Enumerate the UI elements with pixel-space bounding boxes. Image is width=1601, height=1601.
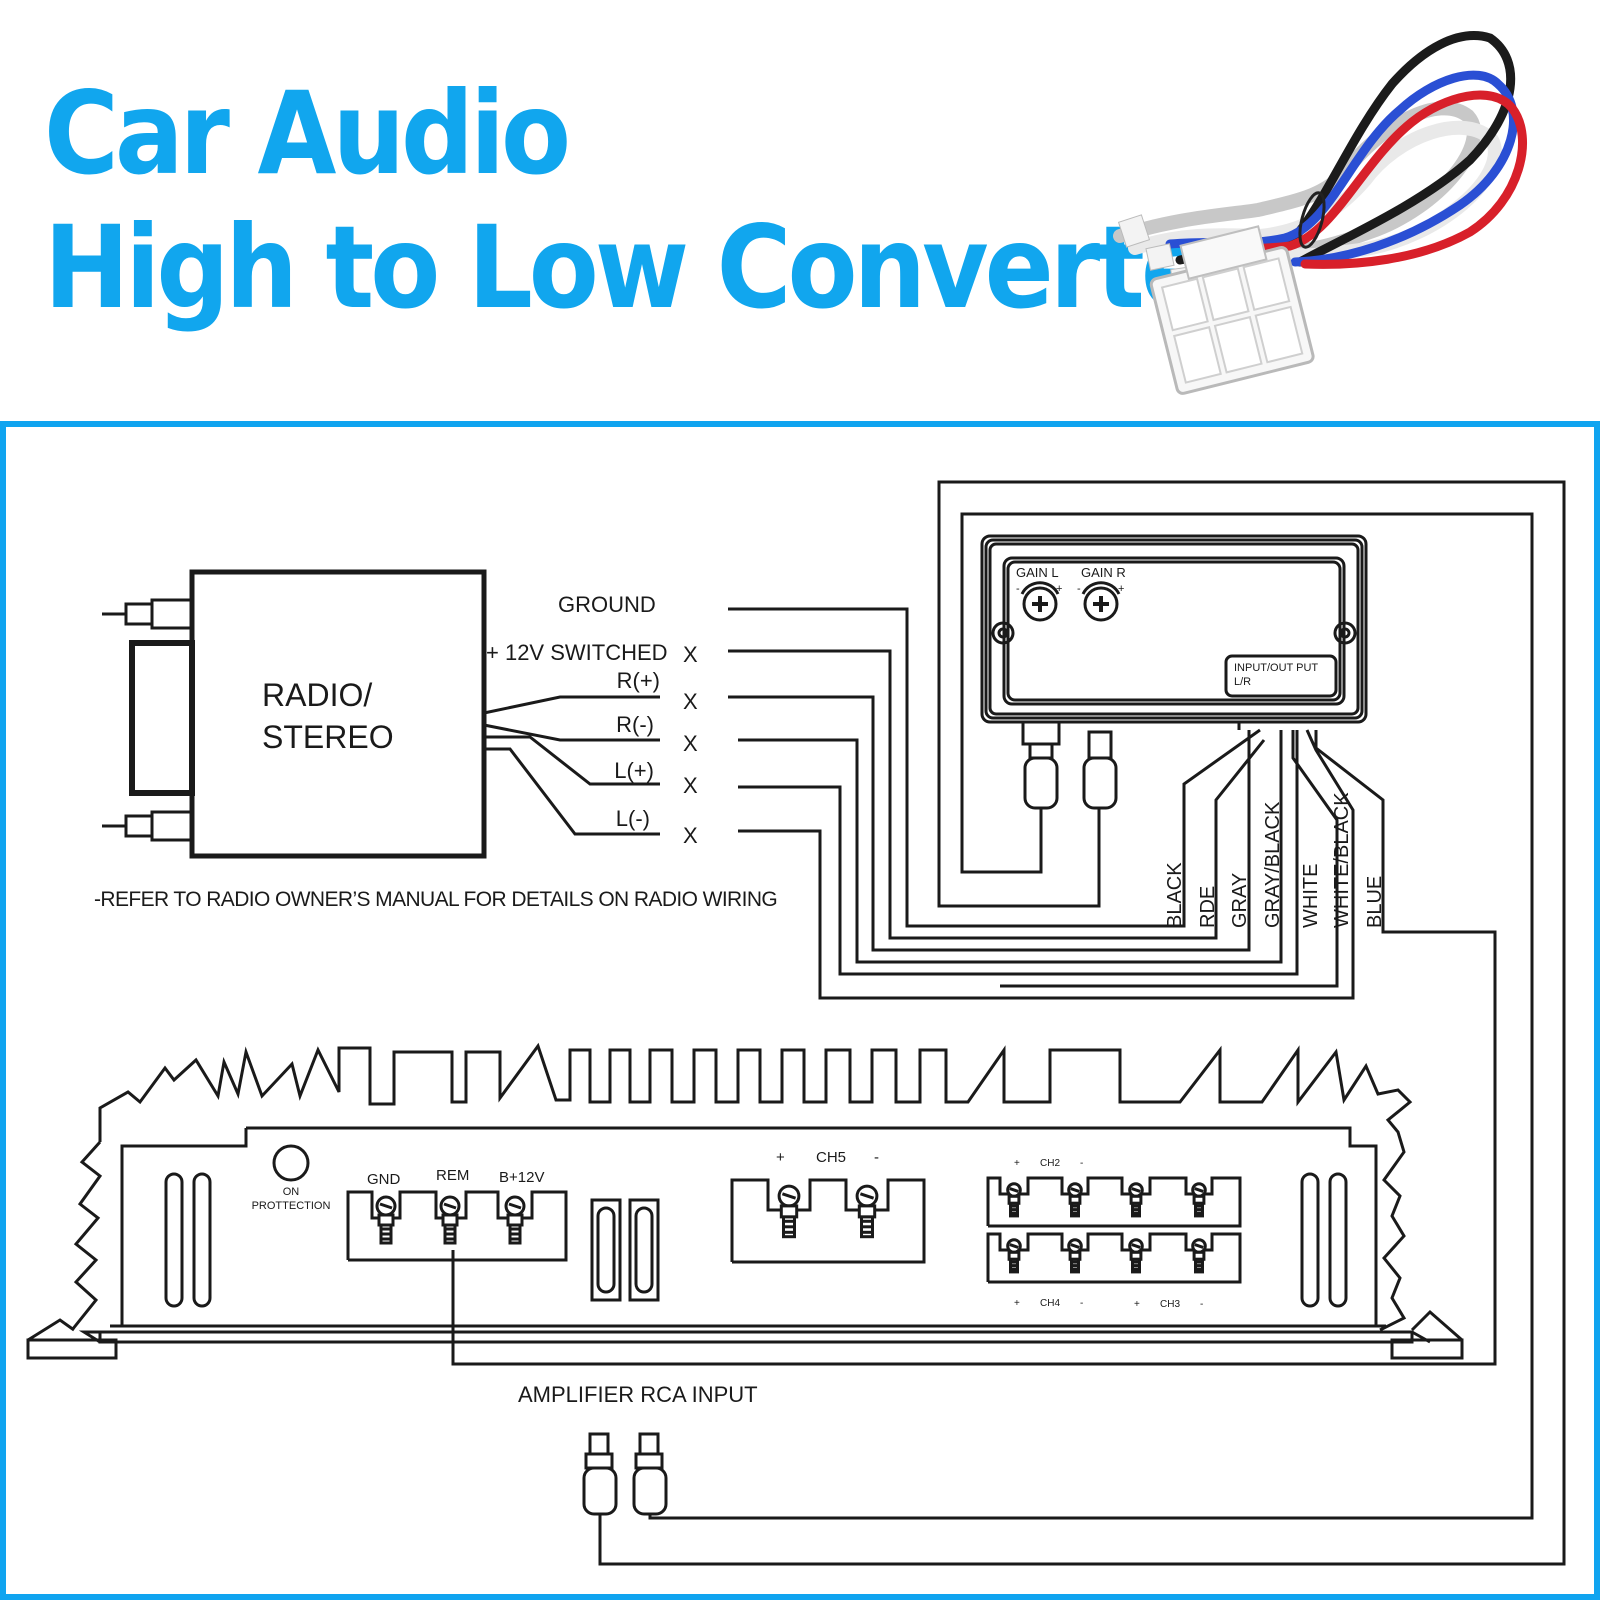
- wire-label: WHITE/BLACK: [1331, 792, 1353, 928]
- ch4-plus: +: [1014, 1298, 1020, 1309]
- gain-l-minus: -: [1016, 583, 1020, 595]
- terminal-rem-label: REM: [436, 1167, 469, 1184]
- radio-note: -REFER TO RADIO OWNER’S MANUAL FOR DETAI…: [94, 888, 777, 911]
- amplifier-rca-label: AMPLIFIER RCA INPUT: [518, 1382, 758, 1407]
- ch2-label: CH2: [1040, 1158, 1060, 1169]
- gain-r-label: GAIN R: [1081, 565, 1126, 580]
- wire-label: GRAY: [1229, 873, 1251, 928]
- gain-r-minus: -: [1077, 583, 1081, 595]
- ch4-minus: -: [1080, 1298, 1083, 1309]
- radio-output-label: L(-): [616, 806, 650, 831]
- led-label-line2: PROTTECTION: [252, 1200, 331, 1212]
- ch2-minus: -: [1080, 1158, 1083, 1169]
- unconnected-mark: X: [683, 773, 698, 798]
- terminal-b12v-label: B+12V: [499, 1169, 544, 1186]
- unconnected-mark: X: [683, 642, 698, 667]
- wire-label: BLUE: [1364, 876, 1386, 928]
- radio-label-line2: STEREO: [262, 719, 394, 755]
- radio-label-line1: RADIO/: [262, 677, 372, 713]
- ch2-plus: +: [1014, 1158, 1020, 1169]
- ch3-plus: +: [1134, 1299, 1140, 1310]
- routing-lines: [451, 480, 1566, 1566]
- unconnected-mark: X: [683, 689, 698, 714]
- wire-label: GRAY/BLACK: [1262, 801, 1284, 928]
- ch5-terminal-block: [730, 1178, 926, 1264]
- radio-output-label: R(+): [617, 668, 660, 693]
- multichannel-terminal-block: [986, 1176, 1242, 1284]
- gain-l-plus: +: [1056, 583, 1062, 595]
- radio-output-label: R(-): [616, 712, 654, 737]
- ch5-plus: +: [776, 1149, 785, 1166]
- converter-box: [980, 534, 1368, 810]
- io-label-line2: L/R: [1234, 676, 1251, 688]
- amplifier-rca-input: [582, 1432, 668, 1516]
- wire-label: RDE: [1197, 886, 1219, 928]
- wire-harness-connector-icon: [1113, 31, 1528, 395]
- io-label-line1: INPUT/OUT PUT: [1234, 662, 1318, 674]
- terminal-gnd-label: GND: [367, 1171, 401, 1188]
- ch5-minus: -: [874, 1149, 879, 1166]
- wire-label: BLACK: [1164, 862, 1186, 928]
- unconnected-mark: X: [683, 731, 698, 756]
- radio-output-labels: GROUND + 12V SWITCHED X R(+) X R(-) X L(+) X L(-)…: [486, 592, 698, 848]
- unconnected-mark: X: [683, 823, 698, 848]
- wire-label: WHITE: [1300, 864, 1322, 928]
- amplifier-body: [26, 1042, 1464, 1360]
- diagram-frame: [0, 421, 1600, 1600]
- ch3-label: CH3: [1160, 1299, 1180, 1310]
- gain-l-label: GAIN L: [1016, 565, 1059, 580]
- radio-unit: [102, 569, 487, 859]
- radio-output-label: + 12V SWITCHED: [486, 640, 668, 665]
- ch3-minus: -: [1200, 1299, 1203, 1310]
- led-label-line1: ON: [283, 1186, 300, 1198]
- radio-output-label: GROUND: [558, 592, 656, 617]
- title-line-2: High to Low Converter: [44, 201, 1256, 336]
- gain-r-plus: +: [1118, 583, 1124, 595]
- radio-output-leads: [483, 695, 660, 836]
- power-terminal-block: [346, 1190, 568, 1262]
- radio-output-label: L(+): [614, 758, 654, 783]
- title-line-1: Car Audio: [44, 67, 571, 202]
- converter-wire-labels: BLACK RDE GRAY GRAY/BLACK WHITE WHITE/BLACK BL…: [1164, 792, 1386, 928]
- ch5-label: CH5: [816, 1149, 846, 1166]
- ch4-label: CH4: [1040, 1298, 1060, 1309]
